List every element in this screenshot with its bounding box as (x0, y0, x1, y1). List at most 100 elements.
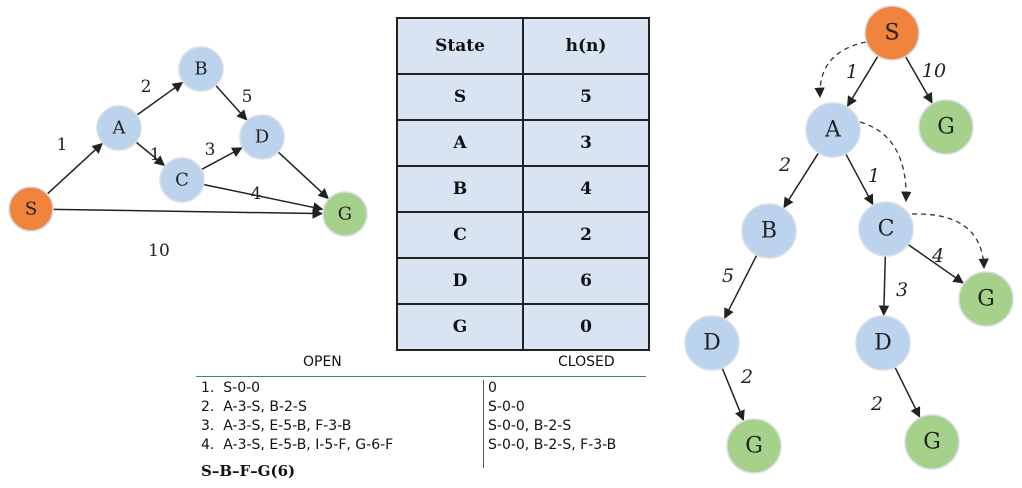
state-header: State (396, 17, 524, 75)
node-B: B (178, 46, 224, 92)
tree-edge-t-A-t-C (845, 153, 874, 206)
node-label: C (175, 170, 189, 191)
left-graph: 1 2 1 5 3 4 10 S A B C D G (8, 46, 368, 261)
closed-list: S-0-0, B-2-S, F-3-B (488, 437, 617, 453)
node-label: B (194, 59, 207, 80)
tree-edge-t-S-t-G1 (904, 56, 933, 104)
h-cell: 5 (522, 73, 650, 121)
tree-node-C: C (858, 201, 914, 257)
edge-label: 1 (57, 135, 68, 155)
h-cell: 4 (522, 165, 650, 213)
traversal-arc (859, 121, 912, 203)
closed-list: 0 (488, 380, 497, 396)
node-label: A (112, 118, 127, 139)
edge-label: 5 (242, 87, 253, 107)
step-number: 4. (201, 437, 215, 453)
node-D: D (239, 114, 285, 160)
tree-node-S: S (864, 5, 920, 61)
tree-edge-t-A-t-B (783, 152, 820, 209)
tree-node-G: G (726, 418, 782, 474)
open-list: A-3-S, B-2-S (223, 399, 307, 415)
node-label: G (745, 434, 763, 459)
result-path: S–B–F–G(6) (201, 462, 296, 480)
node-label: D (255, 127, 269, 148)
edge-label: 3 (205, 140, 216, 160)
list-item: 3. A-3-S, E-5-B, F-3-B (201, 417, 351, 435)
closed-list: S-0-0, B-2-S (488, 418, 572, 434)
tree-edge-label: 2 (740, 366, 753, 388)
edge-label: 10 (148, 241, 170, 261)
state-cell: C (396, 211, 524, 259)
step-number: 3. (201, 418, 215, 434)
node-label: G (937, 115, 955, 140)
tree-edge-t-B-t-D1 (724, 254, 758, 319)
tree-edge-label: 2 (778, 154, 791, 176)
h-cell: 3 (522, 119, 650, 167)
traversal-arc (814, 41, 867, 99)
edge-C-G (203, 183, 324, 213)
tree-edge-label: 3 (896, 279, 908, 301)
state-cell: A (396, 119, 524, 167)
tree-edge-t-C-t-D2 (878, 255, 890, 317)
traversal-arc (911, 213, 989, 270)
header-rule (196, 376, 646, 377)
state-cell: D (396, 257, 524, 305)
state-cell: G (396, 303, 524, 351)
edge-C-D (201, 147, 243, 171)
tree-edge-label: 1 (846, 61, 858, 83)
edge-label: 2 (141, 77, 152, 97)
step-number: 2. (201, 399, 215, 415)
closed-list: S-0-0 (488, 399, 525, 415)
tree-node-G: G (918, 99, 974, 155)
h-cell: 6 (522, 257, 650, 305)
node-label: G (977, 287, 995, 312)
tree-edge-label: 5 (722, 265, 734, 287)
node-label: G (338, 204, 352, 225)
tree-edge-t-C-t-G2 (907, 243, 964, 284)
state-cell: B (396, 165, 524, 213)
node-label: S (884, 21, 899, 46)
open-list: A-3-S, E-5-B, I-5-F, G-6-F (223, 437, 394, 453)
tree-edge-label: 10 (922, 60, 946, 82)
column-divider (483, 380, 484, 468)
tree-node-D: D (855, 315, 911, 371)
tree-edge-label: 2 (870, 393, 883, 415)
state-cell: S (396, 73, 524, 121)
tree-edge-t-D2-t-G4 (894, 366, 921, 418)
node-C: C (159, 157, 205, 203)
node-label: B (761, 219, 777, 244)
tree-edge-t-S-t-A (846, 55, 879, 107)
open-list: S-0-0 (223, 380, 261, 396)
node-label: G (923, 430, 941, 455)
list-item: 1. S-0-0 (201, 379, 260, 397)
tree-edge-label: 4 (931, 245, 944, 267)
list-item: 2. A-3-S, B-2-S (201, 398, 307, 416)
node-A: A (96, 105, 142, 151)
node-S: S (8, 186, 54, 232)
edge-label: 4 (251, 184, 262, 204)
tree-edge-label: 1 (868, 165, 880, 187)
table-header-row: State h(n) (396, 17, 650, 75)
edge-label: 1 (150, 145, 161, 165)
node-label: D (874, 331, 892, 356)
edge-B-D (215, 84, 248, 121)
tree-node-G: G (958, 271, 1014, 327)
open-list: A-3-S, E-5-B, F-3-B (223, 418, 352, 434)
node-G: G (322, 191, 368, 237)
h-header: h(n) (522, 17, 650, 75)
node-label: S (25, 199, 37, 220)
tree-node-A: A (805, 102, 861, 158)
edge-A-C (135, 141, 166, 167)
tree-node-G: G (904, 414, 960, 470)
tree-node-D: D (684, 315, 740, 371)
edge-D-G (277, 151, 329, 200)
tree-edge-t-D1-t-G3 (721, 367, 745, 422)
edge-S-G (52, 208, 324, 219)
node-label: D (703, 331, 721, 356)
